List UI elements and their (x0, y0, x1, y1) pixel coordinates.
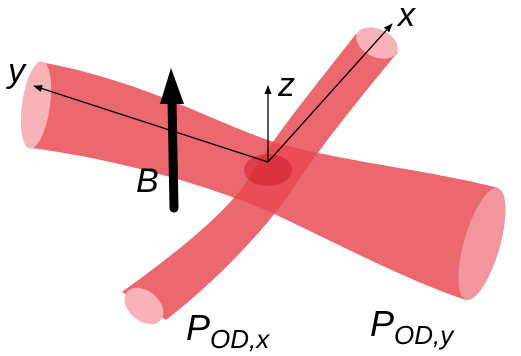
beam-odx-end-bottom (124, 287, 164, 325)
x-axis-label: x (396, 0, 416, 34)
beam-odx-end-top (356, 27, 398, 59)
field-arrow-b (160, 68, 184, 213)
beam-ody-end-left (20, 61, 52, 149)
beam-overlap (244, 154, 292, 186)
x-axis-arrow (267, 23, 393, 163)
beam-ody-label: POD,y (370, 303, 455, 350)
beam-odx-label-sub: OD,x (210, 324, 270, 354)
y-axis-arrow (33, 85, 269, 163)
y-axis-label: y (6, 52, 27, 90)
beam-odx-label-main: P (186, 307, 210, 348)
beam-ody-label-main: P (370, 303, 394, 344)
field-label: B (136, 162, 159, 200)
beam-odx-label: POD,x (186, 307, 270, 354)
beam-ody-end-right (458, 188, 506, 300)
beam-ody-label-sub: OD,y (394, 320, 455, 350)
z-axis-label: z (277, 66, 295, 104)
